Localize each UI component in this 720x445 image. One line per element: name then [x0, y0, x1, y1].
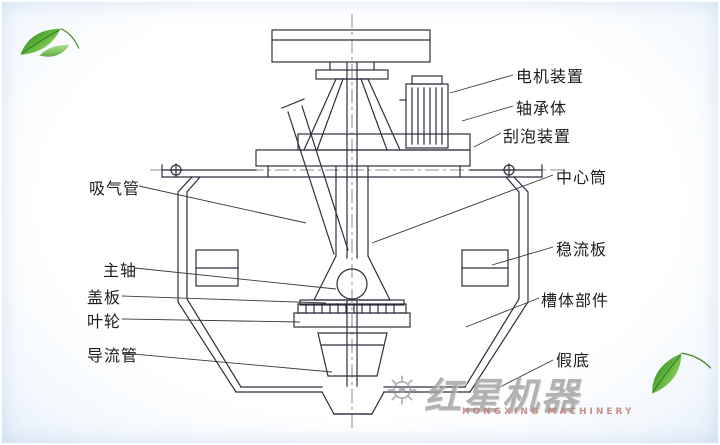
- leaf-icon-top-left: [20, 28, 80, 57]
- label-tank-body: 槽体部件: [541, 291, 610, 310]
- label-motor-device: 电机装置: [516, 67, 585, 86]
- label-cover-plate: 盖板: [87, 288, 122, 307]
- label-suction-pipe: 吸气管: [89, 179, 141, 198]
- leader-lines: [121, 74, 554, 389]
- label-main-shaft: 主轴: [103, 261, 138, 280]
- label-bearing-body: 轴承体: [516, 99, 568, 118]
- leaf-icon-bottom-right: [652, 352, 712, 394]
- centerlines: [150, 14, 566, 430]
- label-impeller: 叶轮: [87, 312, 122, 331]
- label-foam-scraper: 刮泡装置: [503, 127, 572, 146]
- label-false-bottom: 假底: [556, 351, 591, 370]
- label-guide-tube: 导流管: [87, 346, 139, 365]
- label-stabilizer-plate: 稳流板: [556, 240, 608, 259]
- label-center-tube: 中心筒: [556, 168, 608, 187]
